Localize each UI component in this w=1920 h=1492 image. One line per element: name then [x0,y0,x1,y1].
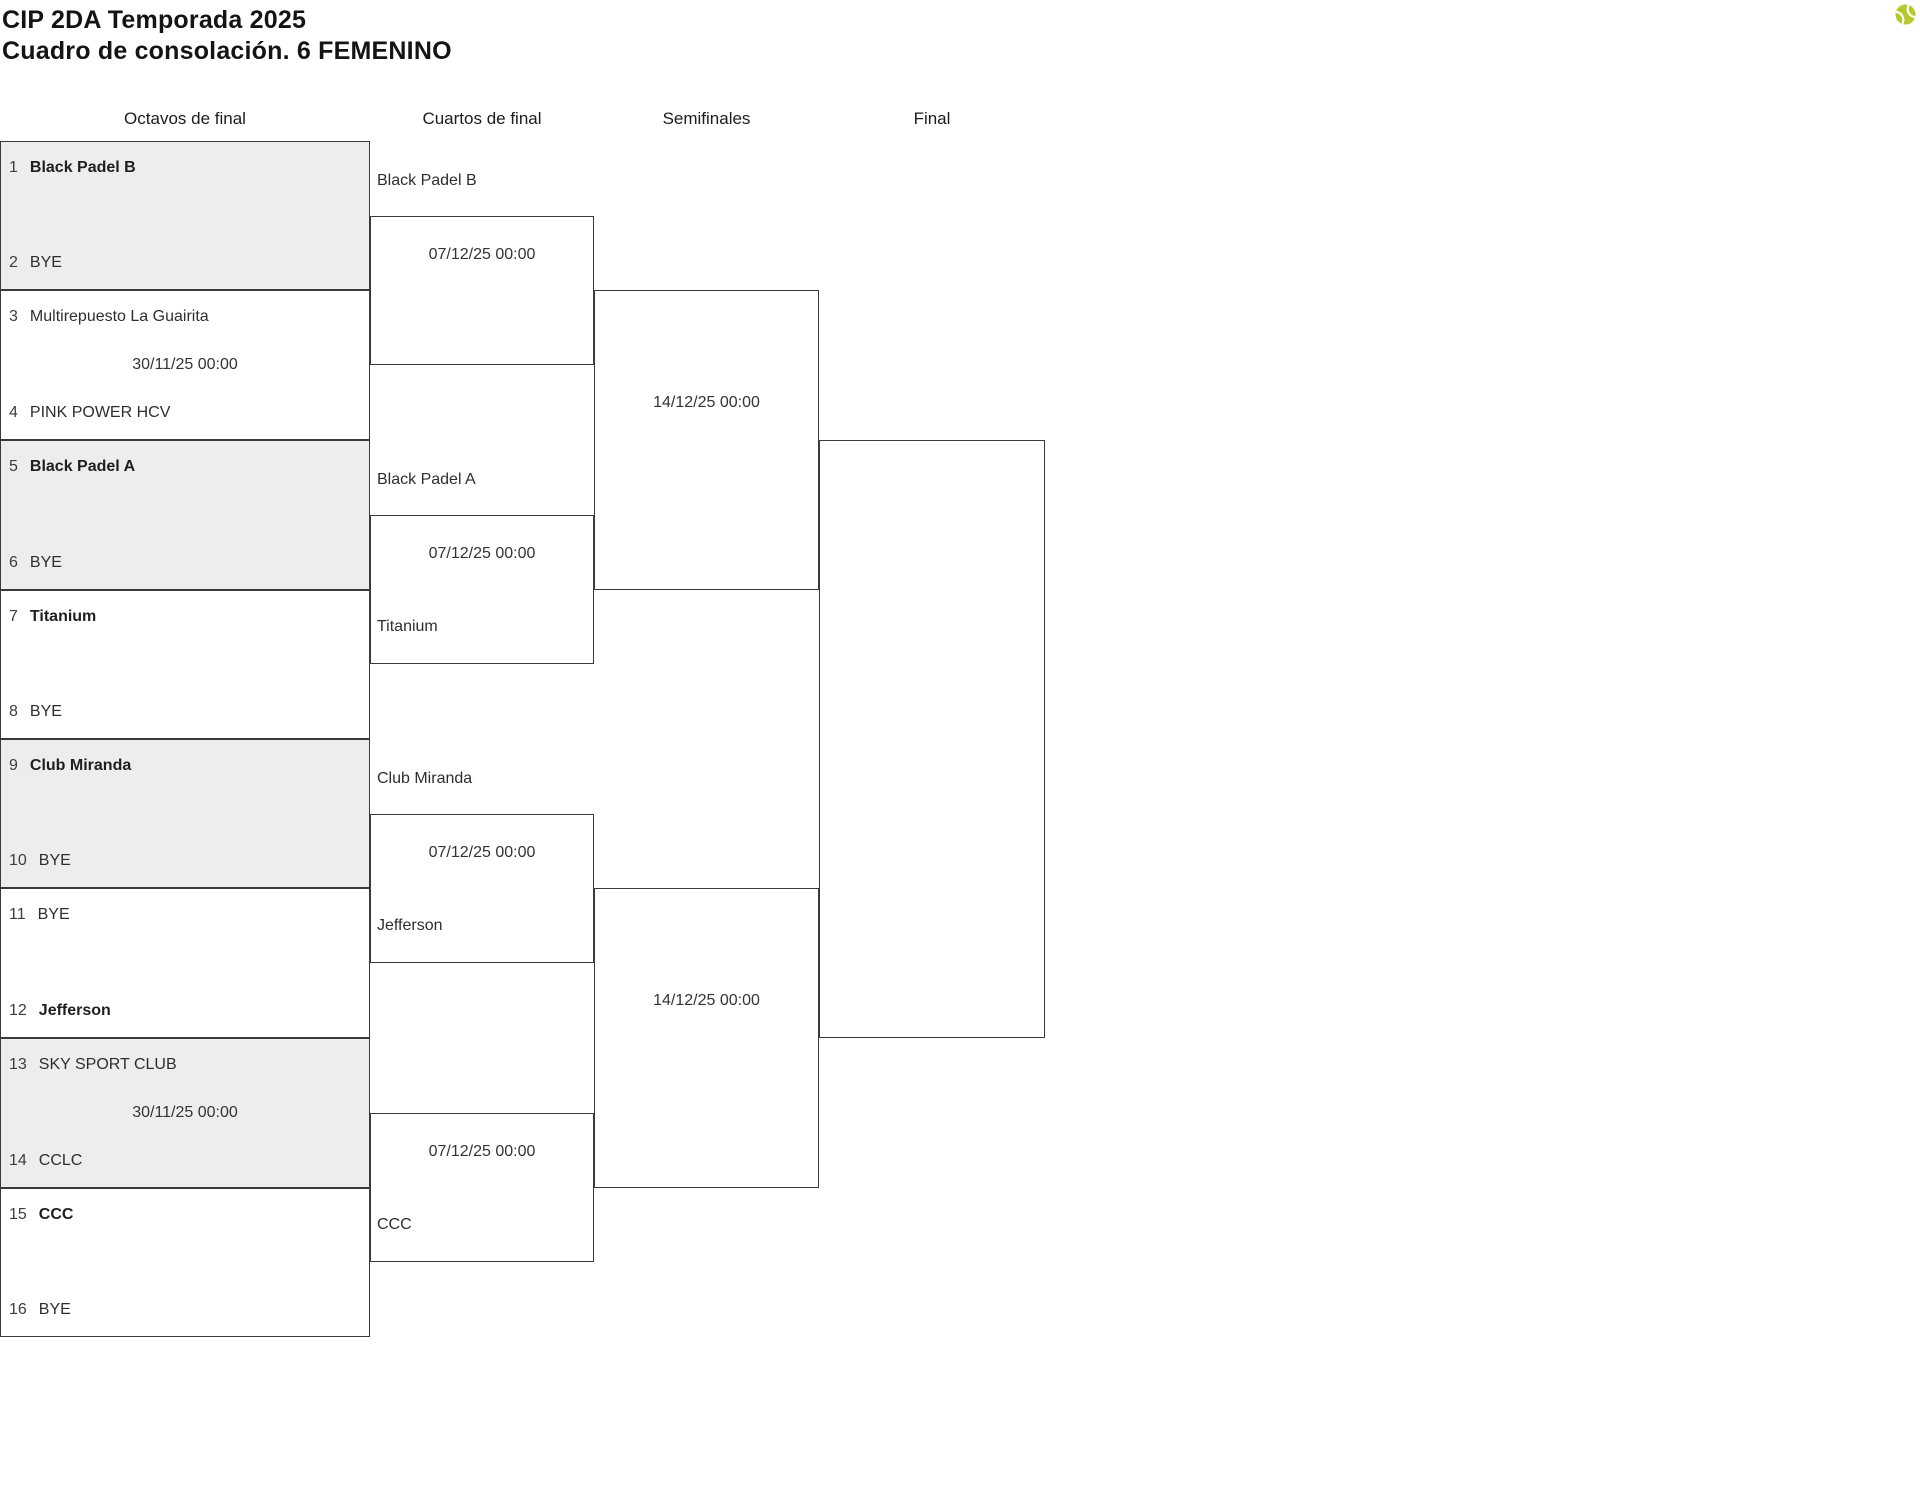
team-name: Jefferson [38,1002,111,1019]
team-seed: 2 [9,254,18,271]
octavos-match-2[interactable]: 3 Multirepuesto La Guairita 30/11/25 00:0… [0,290,370,440]
team-slot: 11 BYE [9,905,70,925]
team-seed: 15 [9,1206,27,1223]
team-slot: 8 BYE [9,702,62,722]
team-seed: 12 [9,1002,27,1019]
team-slot: 13 SKY SPORT CLUB [9,1055,177,1075]
octavos-match-7[interactable]: 13 SKY SPORT CLUB 30/11/25 00:00 14 CCLC [0,1038,370,1188]
advancing-team-label: Black Padel B [377,172,477,189]
team-name: Club Miranda [29,757,132,774]
team-seed: 3 [9,308,18,325]
team-slot: 4 PINK POWER HCV [9,403,170,423]
octavos-match-6[interactable]: 11 BYE 12 Jefferson [0,888,370,1038]
team-name: CCLC [38,1152,83,1169]
octavos-match-5[interactable]: 9 Club Miranda 10 BYE [0,739,370,888]
round-header-semifinales: Semifinales [662,109,751,128]
team-name: Multirepuesto La Guairita [29,308,209,325]
team-seed: 10 [9,852,27,869]
match-date: 14/12/25 00:00 [653,992,760,1009]
team-seed: 9 [9,757,18,774]
team-seed: 6 [9,554,18,571]
semifinal-match-2[interactable]: 14/12/25 00:00 [594,888,819,1188]
team-slot: 12 Jefferson [9,1001,111,1021]
page-title: CIP 2DA Temporada 2025 Cuadro de consola… [2,5,452,67]
match-date: 07/12/25 00:00 [428,545,536,562]
round-header-final: Final [913,109,951,128]
team-slot: 15 CCC [9,1205,73,1225]
round-header-octavos: Octavos de final [124,109,246,128]
team-seed: 7 [9,608,18,625]
team-slot: 5 Black Padel A [9,457,135,477]
team-slot: 3 Multirepuesto La Guairita [9,307,209,327]
team-name: BYE [37,906,70,923]
team-slot: 6 BYE [9,553,62,573]
advancing-team-label: Black Padel A [377,471,476,488]
final-match[interactable] [819,440,1045,1038]
team-seed: 4 [9,404,18,421]
team-name: Black Padel B [29,159,136,176]
team-name: SKY SPORT CLUB [38,1056,177,1073]
team-slot: 2 BYE [9,253,62,273]
semifinal-match-1[interactable]: 14/12/25 00:00 [594,290,819,590]
match-date: 07/12/25 00:00 [428,1143,536,1160]
team-seed: 14 [9,1152,27,1169]
advancing-team-label: CCC [377,1216,412,1233]
match-date: 07/12/25 00:00 [428,246,536,263]
octavos-match-8[interactable]: 15 CCC 16 BYE [0,1188,370,1337]
team-name: CCC [38,1206,74,1223]
team-seed: 13 [9,1056,27,1073]
team-name: BYE [38,852,71,869]
match-date: 30/11/25 00:00 [132,1104,238,1121]
team-seed: 11 [9,906,26,923]
octavos-match-1[interactable]: 1 Black Padel B 2 BYE [0,141,370,290]
cuartos-match-4[interactable]: 07/12/25 00:00 CCC [370,1113,594,1262]
team-name: Titanium [29,608,97,625]
team-slot: 1 Black Padel B [9,158,136,178]
team-name: BYE [29,703,62,720]
match-date: 14/12/25 00:00 [653,394,760,411]
cuartos-match-1[interactable]: Black Padel B 07/12/25 00:00 [370,172,594,365]
octavos-match-3[interactable]: 5 Black Padel A 6 BYE [0,440,370,590]
tennis-ball-icon [1894,3,1917,26]
cuartos-match-2[interactable]: Black Padel A 07/12/25 00:00 Titanium [370,471,594,664]
team-name: PINK POWER HCV [29,404,171,421]
team-seed: 16 [9,1301,27,1318]
team-name: Black Padel A [29,458,136,475]
team-seed: 1 [9,159,18,176]
team-seed: 8 [9,703,18,720]
match-date: 30/11/25 00:00 [132,356,238,373]
advancing-team-label: Club Miranda [377,770,473,787]
team-name: BYE [29,254,62,271]
advancing-team-label: Titanium [377,618,438,635]
cuartos-match-3[interactable]: Club Miranda 07/12/25 00:00 Jefferson [370,770,594,963]
advancing-team-label: Jefferson [377,917,443,934]
team-slot: 7 Titanium [9,607,96,627]
team-seed: 5 [9,458,18,475]
team-slot: 16 BYE [9,1300,71,1320]
team-name: BYE [29,554,62,571]
match-date: 07/12/25 00:00 [428,844,536,861]
bracket-subtitle: Cuadro de consolación. 6 FEMENINO [2,37,452,65]
team-slot: 9 Club Miranda [9,756,131,776]
team-name: BYE [38,1301,71,1318]
team-slot: 14 CCLC [9,1151,82,1171]
round-header-cuartos: Cuartos de final [422,109,542,128]
team-slot: 10 BYE [9,851,71,871]
tournament-title: CIP 2DA Temporada 2025 [2,6,307,34]
octavos-match-4[interactable]: 7 Titanium 8 BYE [0,590,370,739]
